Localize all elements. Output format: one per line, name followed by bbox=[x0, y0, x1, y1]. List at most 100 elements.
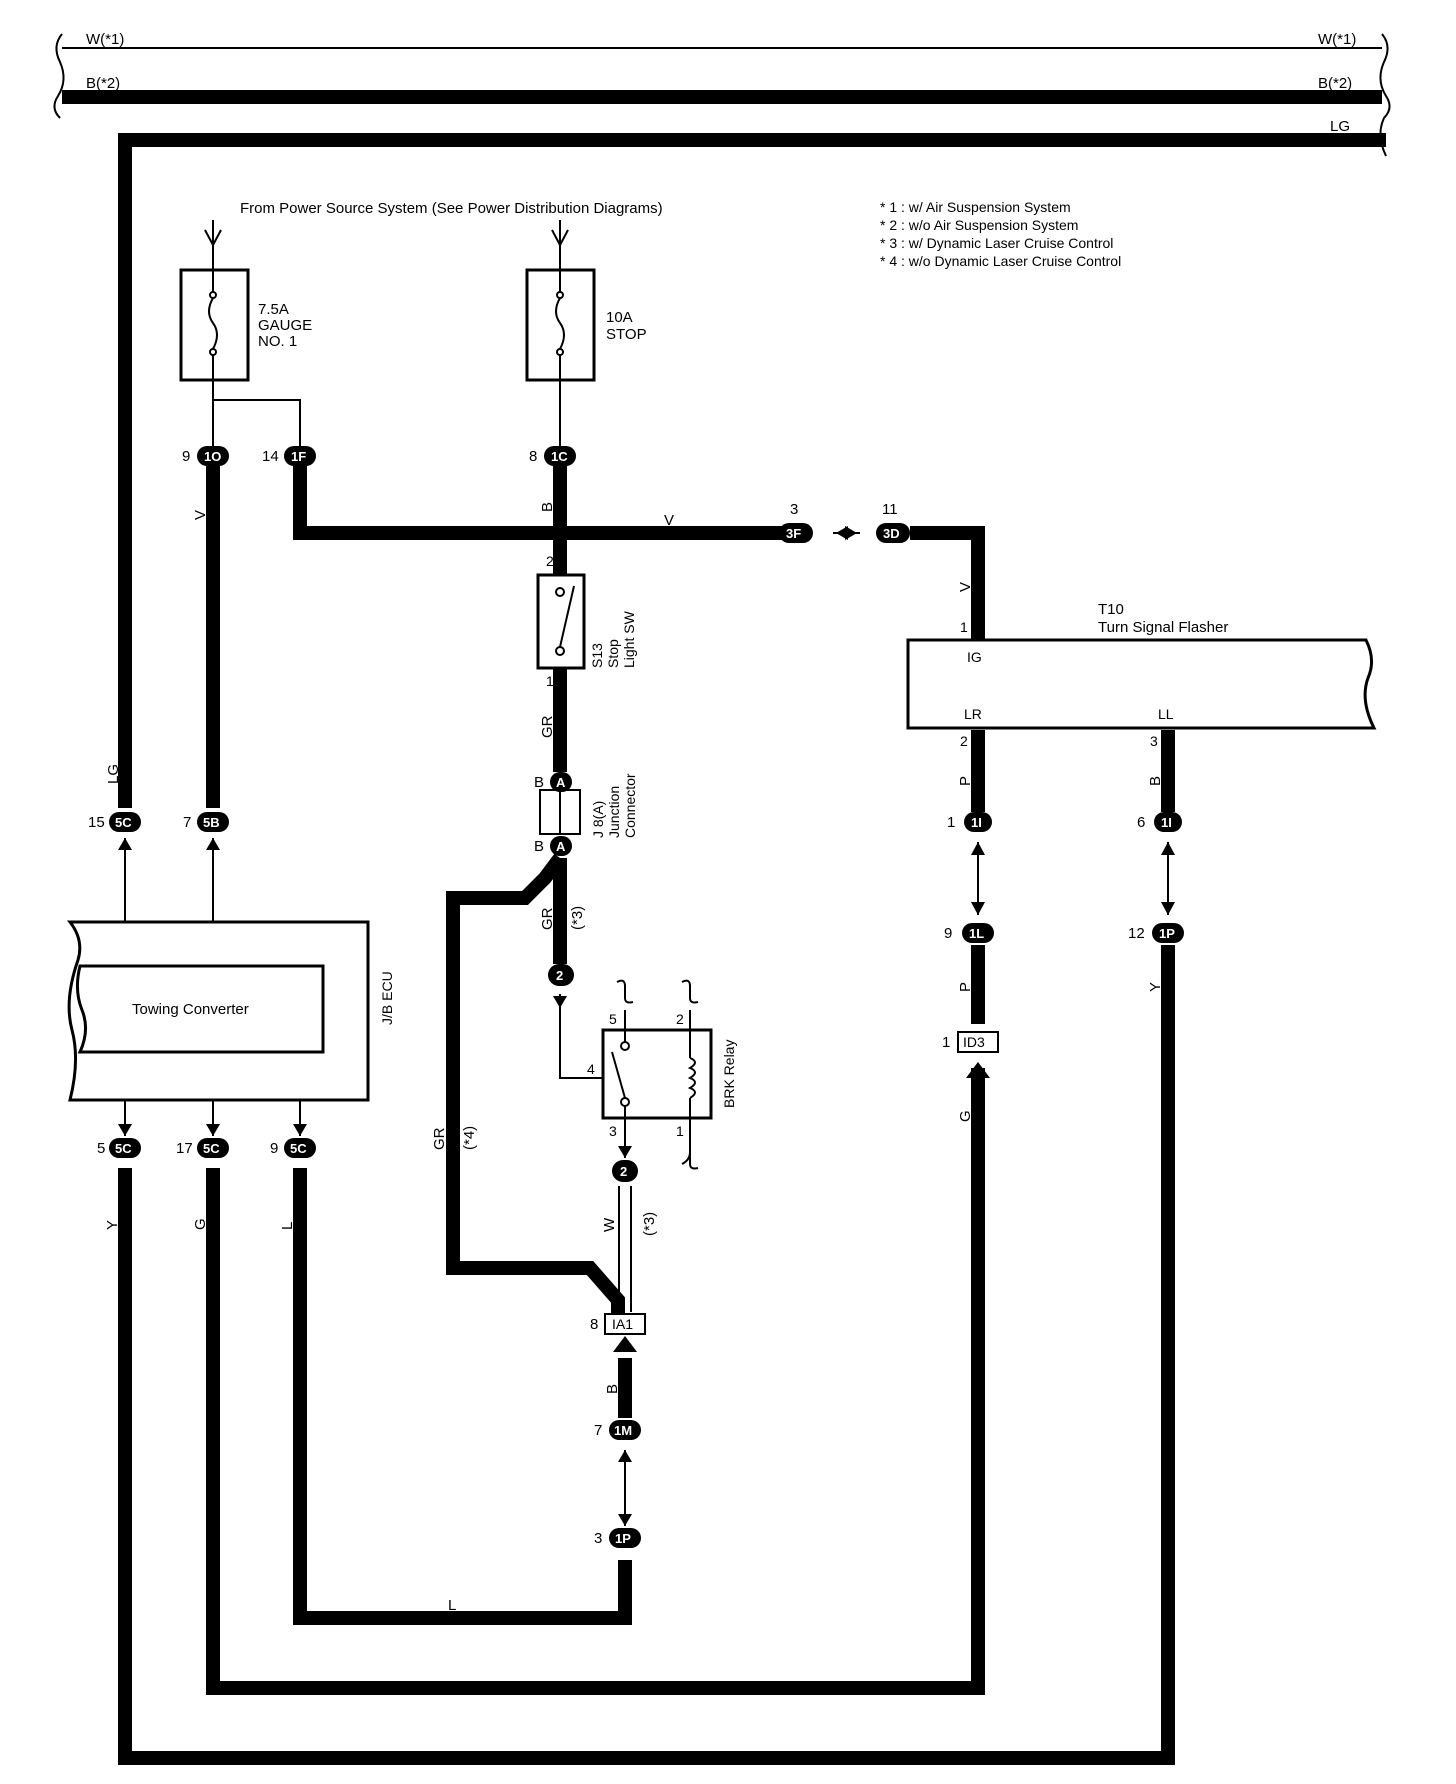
fuse-stop-pin-bot bbox=[556, 348, 564, 356]
wire-label-gr-s13: GR bbox=[539, 715, 556, 738]
connector-1c-name: 1C bbox=[551, 449, 568, 464]
note-2: * 2 : w/o Air Suspension System bbox=[880, 217, 1078, 233]
connector-1m-name: 1M bbox=[614, 1423, 632, 1438]
connector-5c-l-body bbox=[284, 1138, 316, 1158]
connector-j8-a-bottom: A bbox=[550, 836, 572, 856]
connector-1m: 1M bbox=[609, 1420, 641, 1440]
wire-label-y-1p: Y bbox=[1147, 982, 1164, 992]
wire-label-gr-left: GR bbox=[431, 1127, 448, 1150]
wire-l bbox=[293, 1168, 632, 1625]
arrow-stop-in bbox=[551, 229, 569, 248]
bus-bracket-right bbox=[1379, 33, 1391, 157]
wire-label-l-5c: L bbox=[279, 1222, 296, 1230]
brk-relay-label: BRK Relay bbox=[721, 1040, 737, 1108]
connector-j8-a-top-pin: B bbox=[534, 774, 544, 791]
s13-blade bbox=[559, 585, 575, 648]
fuse-stop-label-2: STOP bbox=[606, 326, 647, 343]
wire-label-v-main: V bbox=[664, 512, 674, 529]
connector-1i-a-name: 1I bbox=[971, 815, 982, 830]
note-1: * 1 : w/ Air Suspension System bbox=[880, 199, 1071, 215]
connector-1f-name: 1F bbox=[291, 449, 306, 464]
wire-label-gr-j8: GR bbox=[539, 907, 556, 930]
arrow-1p-down bbox=[1161, 902, 1175, 915]
fuse-gauge-pin-top bbox=[209, 291, 217, 299]
s13-contact-bot bbox=[555, 646, 565, 656]
arrow-relay-3 bbox=[618, 1146, 632, 1158]
arrow-1l-down bbox=[971, 902, 985, 915]
wire-label-v-1o: V bbox=[192, 510, 209, 520]
wire-label-g-id3: G bbox=[957, 1110, 974, 1122]
relay-bracket-top-left bbox=[616, 979, 634, 1004]
connector-5c-g-name: 5C bbox=[203, 1141, 220, 1156]
note-3: * 3 : w/ Dynamic Laser Cruise Control bbox=[880, 235, 1113, 251]
bus-b-label-right: B(*2) bbox=[1318, 75, 1352, 92]
connector-5c-top: 5C bbox=[109, 812, 141, 832]
connector-5c-top-body bbox=[109, 812, 141, 832]
connector-5c-g-pin: 17 bbox=[176, 1140, 193, 1157]
connector-5c-l: 5C bbox=[284, 1138, 316, 1158]
connector-1l-name: 1L bbox=[969, 926, 984, 941]
fuse-stop: 10A STOP bbox=[525, 268, 647, 382]
arrow-id3 bbox=[966, 1062, 990, 1078]
connector-2-top-body bbox=[548, 964, 574, 986]
j8-label-2: Junction bbox=[606, 786, 622, 838]
wire-label-p-lr: P bbox=[957, 776, 974, 786]
connector-1i-a-body bbox=[964, 812, 992, 832]
connector-1p-bottom-pin: 3 bbox=[594, 1530, 602, 1547]
arrow-1p-b-down bbox=[618, 1514, 632, 1526]
relay-coil-icon bbox=[687, 1057, 696, 1099]
wire-v-1f bbox=[293, 462, 783, 540]
wire-label-b-ll: B bbox=[1147, 776, 1164, 786]
arrowheads bbox=[118, 229, 1175, 1526]
connector-1f-pin: 14 bbox=[262, 448, 279, 465]
connector-1p-bottom-body bbox=[609, 1528, 641, 1548]
wire-label-l-bottom: L bbox=[448, 1597, 456, 1614]
power-source-label: From Power Source System (See Power Dist… bbox=[240, 200, 663, 217]
connector-5c-g-body bbox=[197, 1138, 229, 1158]
connector-2-bottom-body bbox=[612, 1160, 638, 1182]
connector-1p-bottom: 1P bbox=[609, 1528, 641, 1548]
arrow-3d bbox=[845, 526, 857, 540]
t10-pin-ig: IG bbox=[967, 649, 982, 665]
connector-1p-right-body bbox=[1152, 923, 1184, 943]
relay-pin-2: 2 bbox=[676, 1011, 684, 1027]
connector-j8-a-bottom-pin: B bbox=[534, 838, 544, 855]
arrow-relay-2 bbox=[553, 996, 567, 1008]
t10-pin-2: 2 bbox=[960, 733, 968, 749]
connector-2-top-name: 2 bbox=[556, 968, 563, 983]
connector-j8-a-top-body bbox=[550, 772, 572, 792]
note-4: * 4 : w/o Dynamic Laser Cruise Control bbox=[880, 253, 1121, 269]
rect-connectors: ID3 1 IA1 8 bbox=[590, 1031, 999, 1335]
towing-converter-box bbox=[75, 964, 325, 1054]
fuse-gauge-label-2: GAUGE bbox=[258, 317, 312, 334]
wire-label-b-ia1: B bbox=[604, 1384, 621, 1394]
connector-5c-y: 5C bbox=[109, 1138, 141, 1158]
jb-ecu: Towing Converter J/B ECU bbox=[66, 920, 395, 1102]
wire-label-note4-left: (*4) bbox=[461, 1126, 478, 1150]
connector-1p-right-pin: 12 bbox=[1128, 925, 1145, 942]
connector-1l-pin: 9 bbox=[944, 925, 952, 942]
fuse-gauge-label-1: 7.5A bbox=[258, 301, 289, 318]
connector-5c-y-name: 5C bbox=[115, 1141, 132, 1156]
bus-lg-label: LG bbox=[1330, 118, 1350, 135]
notes: * 1 : w/ Air Suspension System * 2 : w/o… bbox=[880, 199, 1121, 269]
arrow-1m-up bbox=[618, 1450, 632, 1462]
wire-label-y-5c: Y bbox=[104, 1220, 121, 1230]
top-bus: W(*1) W(*1) B(*2) B(*2) LG bbox=[53, 31, 1391, 157]
connector-j8-a-top-name: A bbox=[556, 775, 566, 790]
fuse-gauge-label-3: NO. 1 bbox=[258, 333, 297, 350]
wire-label-v-t10: V bbox=[957, 582, 974, 592]
connector-1o: 1O bbox=[197, 446, 229, 466]
connector-2-bottom-name: 2 bbox=[620, 1164, 627, 1179]
relay-pin-4: 4 bbox=[587, 1061, 595, 1077]
connector-5c-l-name: 5C bbox=[290, 1141, 307, 1156]
bus-w-label-right: W(*1) bbox=[1318, 31, 1356, 48]
arrow-gauge-in bbox=[204, 229, 222, 248]
wire-label-note3-j8: (*3) bbox=[569, 906, 586, 930]
fuse-gauge-pin-bot bbox=[209, 348, 217, 356]
relay-pin-1: 1 bbox=[676, 1123, 684, 1139]
connector-5c-y-pin: 5 bbox=[97, 1140, 105, 1157]
connector-3f-body bbox=[779, 523, 813, 543]
wire-labels: V L V B V GR GR (*3) GR (*4) W (*3) LG P… bbox=[104, 502, 1164, 1614]
